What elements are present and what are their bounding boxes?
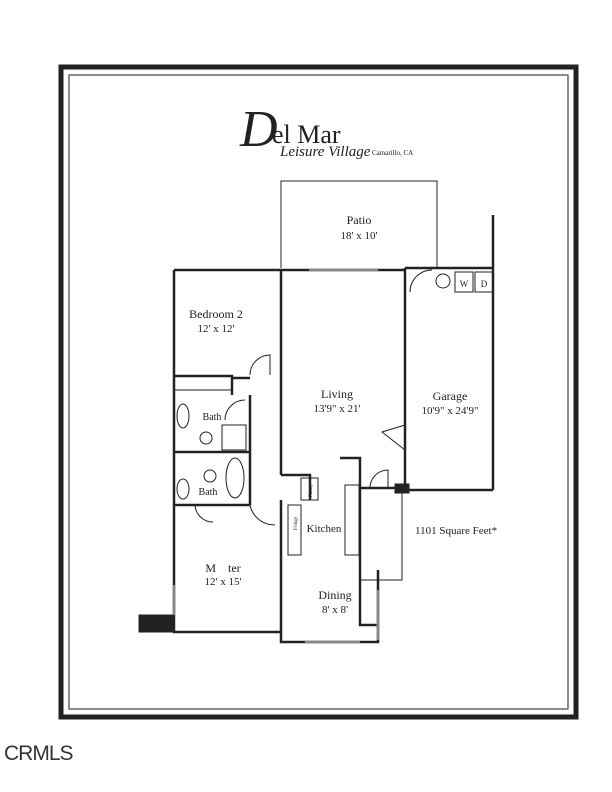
logo-location: Camarillo, CA xyxy=(372,149,413,157)
fridge: Fridge xyxy=(294,516,299,530)
bath1-label: Bath xyxy=(203,412,222,423)
pantry: Pantry xyxy=(309,483,314,497)
logo-initial: D xyxy=(239,101,278,158)
garage-label: Garage xyxy=(433,389,468,403)
logo-name: el Mar xyxy=(272,120,341,149)
inner-frame xyxy=(68,74,569,710)
watermark: CRMLS xyxy=(4,742,74,765)
patio-size: 18' x 10' xyxy=(341,230,378,242)
garage-size: 10'9" x 24'9" xyxy=(422,405,479,417)
bedroom2-size: 12' x 12' xyxy=(198,323,235,335)
living-label: Living xyxy=(321,387,353,401)
walls xyxy=(138,180,495,644)
kitchen-label: Kitchen xyxy=(307,523,342,535)
living-size: 13'9" x 21' xyxy=(314,403,361,415)
master-size: 12' x 15' xyxy=(205,576,242,588)
washer: W xyxy=(460,279,469,289)
dining-label: Dining xyxy=(318,588,351,602)
square-feet: 1101 Square Feet* xyxy=(415,525,497,537)
logo: D el Mar Leisure Village Camarillo, CA xyxy=(239,101,413,160)
dryer: D xyxy=(481,279,488,289)
bath2-label: Bath xyxy=(199,487,218,498)
master-label: M ter xyxy=(205,561,240,575)
dining-size: 8' x 8' xyxy=(322,604,348,616)
outer-frame xyxy=(58,64,579,720)
logo-subtitle: Leisure Village xyxy=(279,144,371,160)
bedroom2-label: Bedroom 2 xyxy=(189,307,243,321)
patio-label: Patio xyxy=(347,213,372,227)
